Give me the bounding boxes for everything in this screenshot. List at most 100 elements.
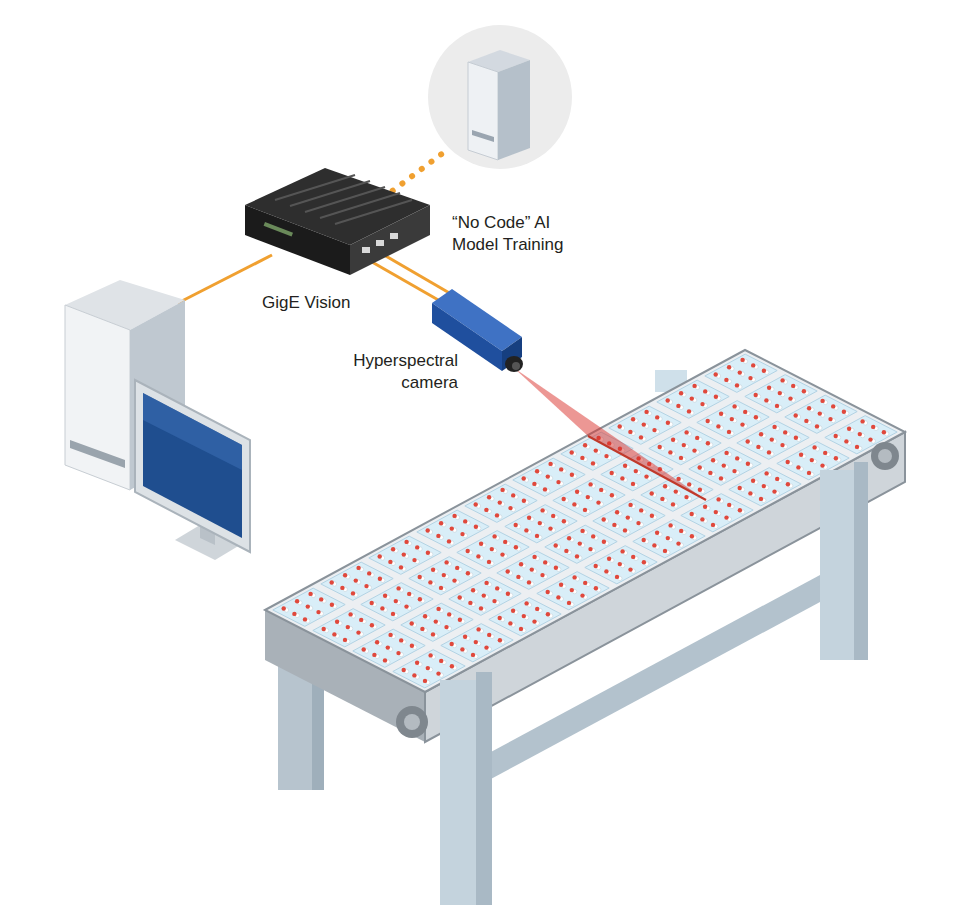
pill-half: [612, 523, 616, 527]
pill-half: [380, 606, 384, 610]
pill-half: [820, 463, 824, 467]
pill-half: [703, 505, 707, 509]
pill-half: [359, 618, 363, 622]
pill-half: [690, 396, 694, 400]
pill-half: [346, 625, 350, 629]
pill-half: [679, 456, 683, 460]
pill-half: [762, 369, 766, 373]
pill-half: [786, 460, 790, 464]
pill-half: [492, 534, 496, 538]
pc-front: [65, 305, 130, 490]
pill-half: [498, 500, 502, 504]
pill-half: [642, 538, 646, 542]
pill-half: [692, 384, 696, 388]
pill-half: [530, 567, 534, 571]
pill-half: [540, 573, 544, 577]
pill-half: [375, 640, 379, 644]
pill-half: [548, 526, 552, 530]
blister-tray: [441, 624, 513, 662]
box-port: [362, 247, 370, 253]
pill-half: [679, 391, 683, 395]
pill-half: [663, 549, 667, 553]
pill-half: [802, 389, 806, 393]
camera-lens: [512, 362, 520, 370]
pill-half: [468, 601, 472, 605]
pill-half: [444, 625, 448, 629]
pill-half: [335, 620, 339, 624]
pill-half: [730, 417, 734, 421]
pill-half: [418, 575, 422, 579]
pill-half: [751, 479, 755, 483]
pill-half: [546, 612, 550, 616]
frame-beam: [476, 575, 820, 787]
pill-half: [719, 476, 723, 480]
pill-half: [460, 532, 464, 536]
pill-half: [570, 450, 574, 454]
pill-half: [404, 604, 408, 608]
pill-half: [562, 519, 566, 523]
pill-half: [391, 547, 395, 551]
pill-half: [546, 474, 550, 478]
pill-half: [759, 432, 763, 436]
pill-half: [671, 502, 675, 506]
pill-half: [650, 491, 654, 495]
pill-half: [626, 515, 630, 519]
pill-half: [762, 484, 766, 488]
pill-half: [666, 421, 670, 425]
pill-half: [466, 571, 470, 575]
pill-half: [570, 588, 574, 592]
pill-half: [711, 523, 715, 527]
pill-half: [751, 363, 755, 367]
pill-half: [698, 488, 702, 492]
monitor-frame: [135, 380, 250, 552]
pill-half: [687, 482, 691, 486]
pill-half: [623, 464, 627, 468]
pill-half: [604, 569, 608, 573]
pill-half: [506, 592, 510, 596]
pill-half: [775, 477, 779, 481]
pill-half: [706, 441, 710, 445]
blister-tray: [633, 520, 705, 558]
pill-half: [655, 531, 659, 535]
pill-half: [514, 545, 518, 549]
pill-half: [498, 616, 502, 620]
pill-half: [447, 612, 451, 616]
pill-half: [474, 525, 478, 529]
pill-half: [511, 493, 515, 497]
pill-half: [588, 547, 592, 551]
box-ridge: [290, 181, 370, 206]
pill-half: [463, 635, 467, 639]
pill-half: [474, 640, 478, 644]
pill-half: [652, 428, 656, 432]
pill-half: [682, 443, 686, 447]
pill-half: [588, 482, 592, 486]
pill-half: [388, 560, 392, 564]
pill-half: [684, 495, 688, 499]
pill-half: [596, 500, 600, 504]
pill-half: [724, 378, 728, 382]
pill-half: [548, 462, 552, 466]
pill-half: [540, 508, 544, 512]
pill-half: [394, 599, 398, 603]
pill-half: [362, 647, 366, 651]
pill-half: [428, 580, 432, 584]
pill-half: [714, 395, 718, 399]
pill-half: [434, 619, 438, 623]
pill-half: [476, 627, 480, 631]
pill-half: [442, 573, 446, 577]
pill-half: [532, 482, 536, 486]
pill-half: [844, 439, 848, 443]
roller-cap: [396, 706, 428, 738]
pill-half: [402, 552, 406, 556]
dotted-link: [383, 150, 447, 198]
pill-half: [383, 594, 387, 598]
pill-half: [356, 566, 360, 570]
box-port: [376, 240, 384, 246]
pill-half: [516, 575, 520, 579]
pill-half: [687, 409, 691, 413]
pill-half: [690, 534, 694, 538]
pill-half: [652, 543, 656, 547]
pill-half: [586, 495, 590, 499]
pill-half: [450, 664, 454, 668]
callout-label: “No Code” AI Model Training: [452, 212, 592, 256]
